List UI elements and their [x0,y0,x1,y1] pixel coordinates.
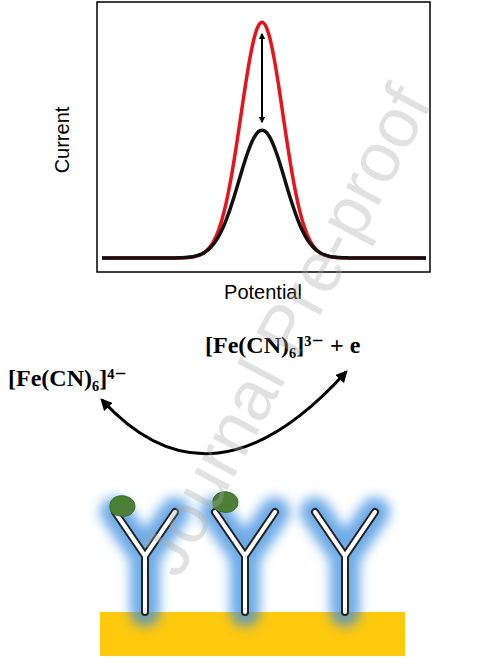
antibody [315,512,375,612]
antigen [110,496,135,517]
axis-label: Current [51,107,73,174]
antibody [315,512,375,612]
species-label: [Fe(CN)₆]⁴⁻ [8,365,127,391]
difference-arrow [261,34,263,122]
antibody-glow [315,512,375,612]
